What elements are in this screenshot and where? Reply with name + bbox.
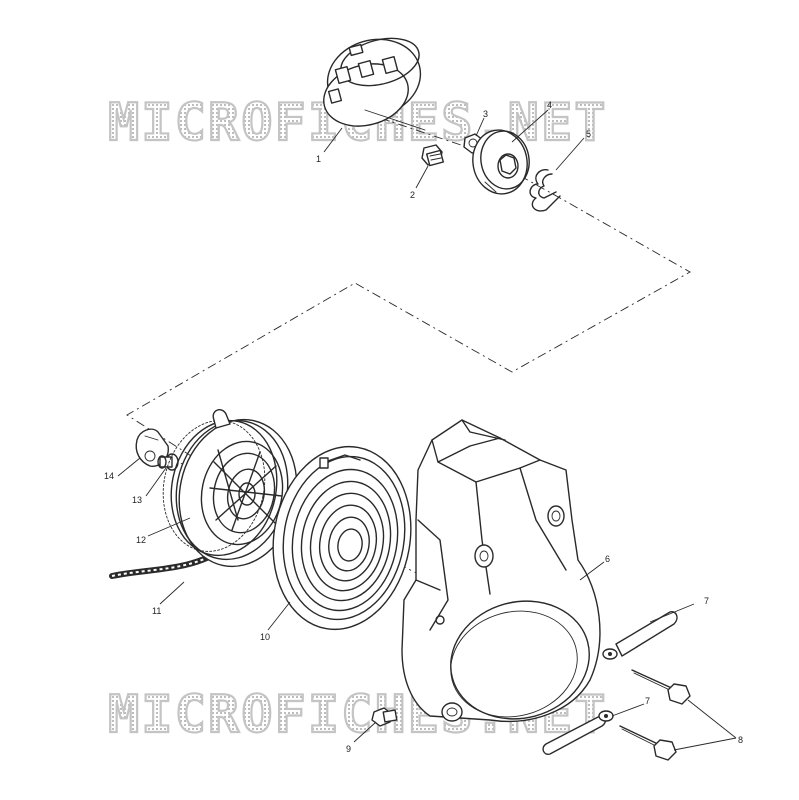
cup-bolt: [421, 144, 445, 167]
pawl-pin: [157, 453, 179, 471]
ratchet-pulley: [472, 129, 530, 195]
starter-housing: [401, 419, 601, 723]
callout-4: 4: [547, 100, 552, 110]
recoil-spring: [272, 445, 412, 631]
callout-6: 6: [605, 554, 610, 564]
callout-11: 11: [152, 606, 161, 616]
callout-3: 3: [483, 109, 488, 119]
callout-8: 8: [738, 735, 743, 745]
callout-2: 2: [410, 190, 415, 200]
housing-fitting: [371, 707, 398, 727]
callout-7-upper: 7: [704, 596, 709, 606]
spring-clip: [529, 169, 561, 212]
callout-13: 13: [132, 495, 142, 505]
housing-bolt-upper: [631, 669, 691, 705]
callout-1: 1: [316, 154, 321, 164]
callout-10: 10: [260, 632, 270, 642]
callout-9: 9: [346, 744, 351, 754]
callout-14: 14: [104, 471, 114, 481]
leader-lines: [117, 109, 737, 751]
rope-reel: [162, 409, 298, 568]
starter-cup: [323, 37, 426, 131]
callout-7-lower: 7: [645, 696, 650, 706]
strap-upper: [602, 611, 678, 660]
callout-5: 5: [586, 129, 591, 139]
housing-bolt-lower: [619, 725, 677, 761]
callout-12: 12: [136, 535, 146, 545]
